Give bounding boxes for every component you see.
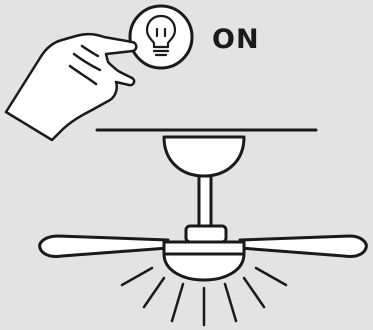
fan-hub <box>186 226 226 242</box>
fan-motor-housing <box>164 242 244 280</box>
fan-blade-right <box>240 236 366 257</box>
status-label: ON <box>212 24 260 55</box>
hand-icon <box>6 34 136 140</box>
fan-downrod <box>199 176 211 226</box>
fan-blade-left <box>40 236 168 257</box>
ceiling-fan <box>40 137 367 280</box>
fan-canopy <box>164 137 244 176</box>
light-switch-button[interactable] <box>130 6 192 68</box>
